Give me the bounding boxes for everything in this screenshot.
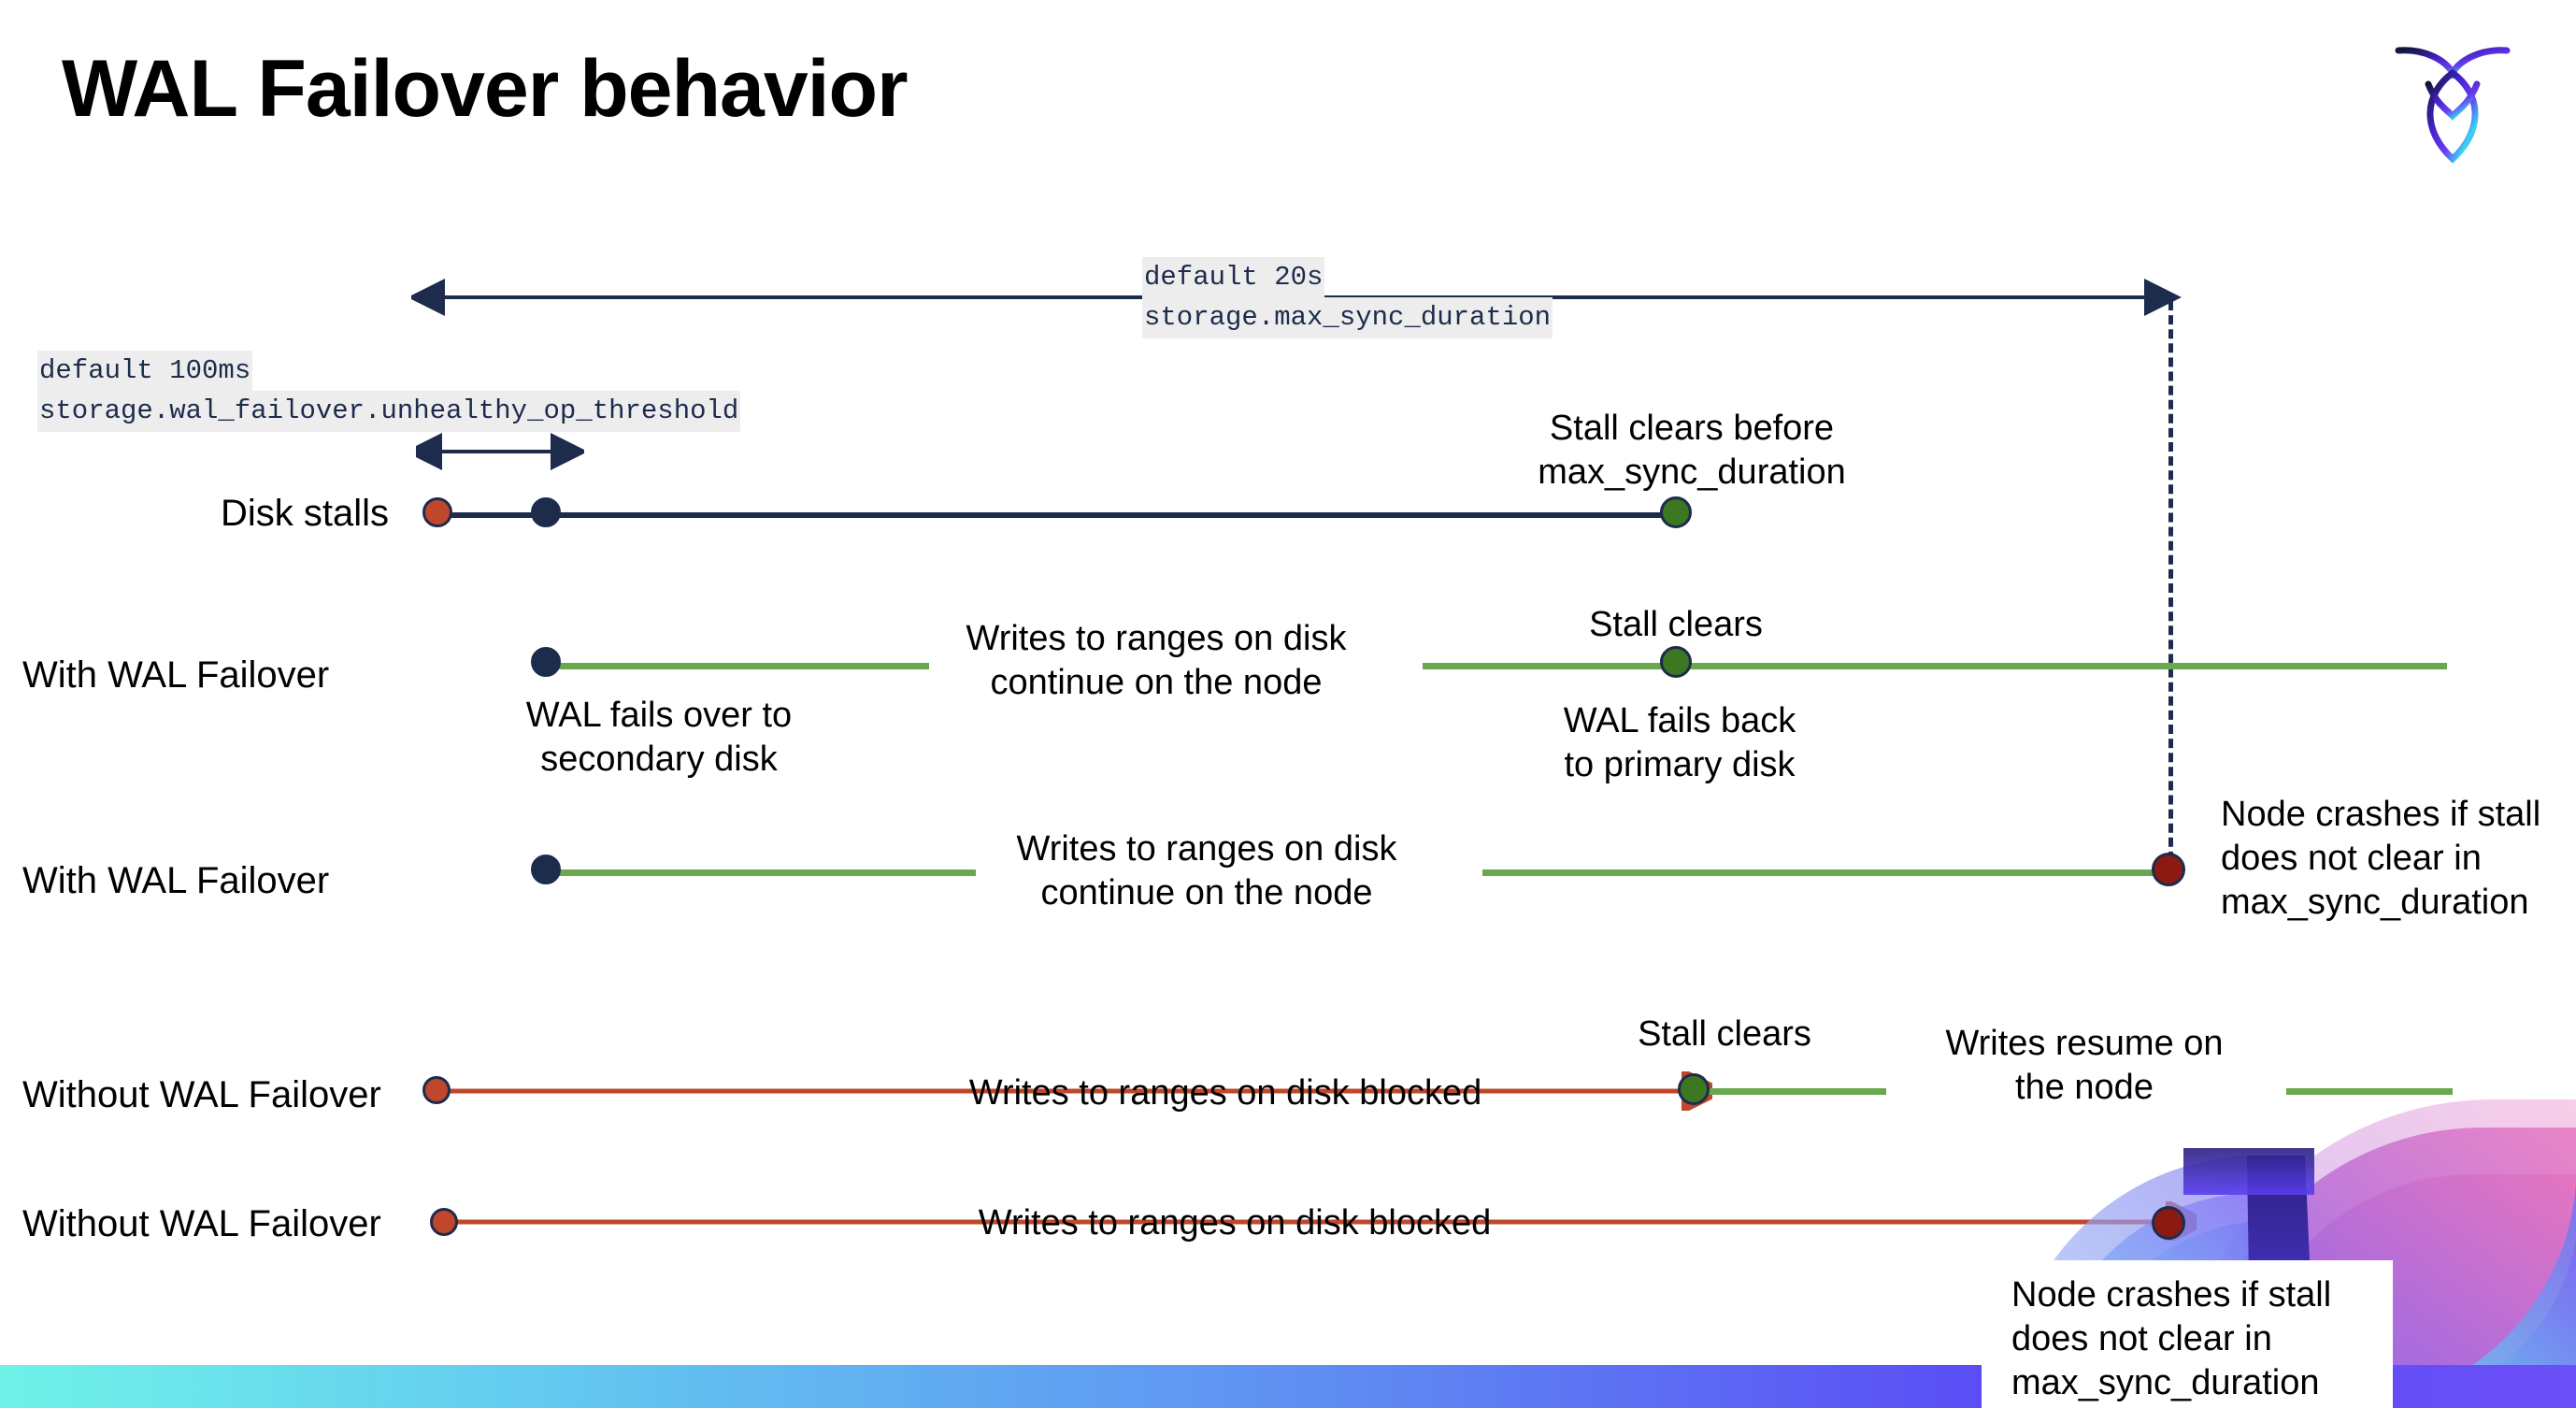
annotation-node-crashes-2-front: Node crashes if stall does not clear in …: [2011, 1275, 2332, 1403]
row-label-disk-stalls: Disk stalls: [221, 493, 390, 534]
with-wal-failover-2-crash-dot: [2152, 853, 2185, 886]
annotation-stall-clears-2: Stall clears: [1638, 1014, 1811, 1054]
unhealthy-op-threshold-span-arrow: [416, 433, 584, 470]
without-wal-failover-1-start-dot: [422, 1076, 451, 1104]
max-sync-duration-default: default 20s: [1142, 257, 1325, 298]
annotation-wal-fails-back: WAL fails back to primary disk: [1563, 701, 1796, 785]
annotation-stall-clears-1: Stall clears: [1589, 605, 1763, 644]
cockroach-labs-logo: [2387, 26, 2518, 168]
page-title: WAL Failover behavior: [62, 44, 909, 134]
annotation-writes-blocked-2: Writes to ranges on disk blocked: [978, 1203, 1492, 1243]
without-wal-failover-2-start-dot: [430, 1208, 458, 1236]
unhealthy-op-threshold-name: storage.wal_failover.unhealthy_op_thresh…: [37, 391, 741, 432]
with-wal-failover-1-segment-b: [1423, 663, 2447, 669]
without-wal-failover-1-clear-dot: [1678, 1073, 1710, 1105]
unhealthy-op-threshold-default: default 100ms: [37, 351, 253, 392]
with-wal-failover-2-segment-b: [1482, 869, 2170, 876]
disk-stalls-start-dot: [422, 497, 452, 527]
with-wal-failover-1-failover-dot: [531, 647, 561, 677]
annotation-writes-resume: Writes resume on the node: [1945, 1024, 2224, 1108]
with-wal-failover-2-failover-dot: [531, 855, 561, 884]
row-label-with-wal-failover-1: With WAL Failover: [22, 654, 330, 696]
annotation-stall-clears-before: Stall clears before max_sync_duration: [1538, 409, 1846, 493]
without-wal-failover-1-resume-segment: [1699, 1088, 1886, 1095]
max-sync-duration-name: storage.max_sync_duration: [1142, 297, 1553, 338]
row-label-without-wal-failover-2: Without WAL Failover: [22, 1203, 381, 1244]
disk-stalls-failover-dot: [531, 497, 561, 527]
annotation-writes-continue-1: Writes to ranges on disk continue on the…: [966, 619, 1347, 703]
with-wal-failover-1-clear-dot: [1660, 646, 1692, 678]
row-label-with-wal-failover-2: With WAL Failover: [22, 860, 330, 901]
without-wal-failover-1-blocked-arrow: [437, 1071, 1712, 1111]
without-wal-failover-2-crash-dot: [2152, 1206, 2185, 1240]
row-label-without-wal-failover-1: Without WAL Failover: [22, 1074, 381, 1115]
annotation-writes-continue-2: Writes to ranges on disk continue on the…: [1016, 829, 1397, 913]
annotation-writes-blocked-1: Writes to ranges on disk blocked: [968, 1073, 1482, 1113]
annotation-wal-fails-over: WAL fails over to secondary disk: [525, 696, 793, 780]
disk-stalls-clear-dot: [1660, 496, 1692, 528]
annotation-node-crashes-1: Node crashes if stall does not clear in …: [2221, 795, 2541, 923]
without-wal-failover-2-blocked-arrow: [445, 1201, 2197, 1241]
disk-stalls-timeline: [437, 512, 1682, 518]
with-wal-failover-1-segment-a: [544, 663, 929, 669]
without-wal-failover-1-resume-segment-b: [2286, 1088, 2453, 1095]
with-wal-failover-2-segment-a: [544, 869, 976, 876]
max-sync-duration-dropline: [2168, 301, 2173, 875]
